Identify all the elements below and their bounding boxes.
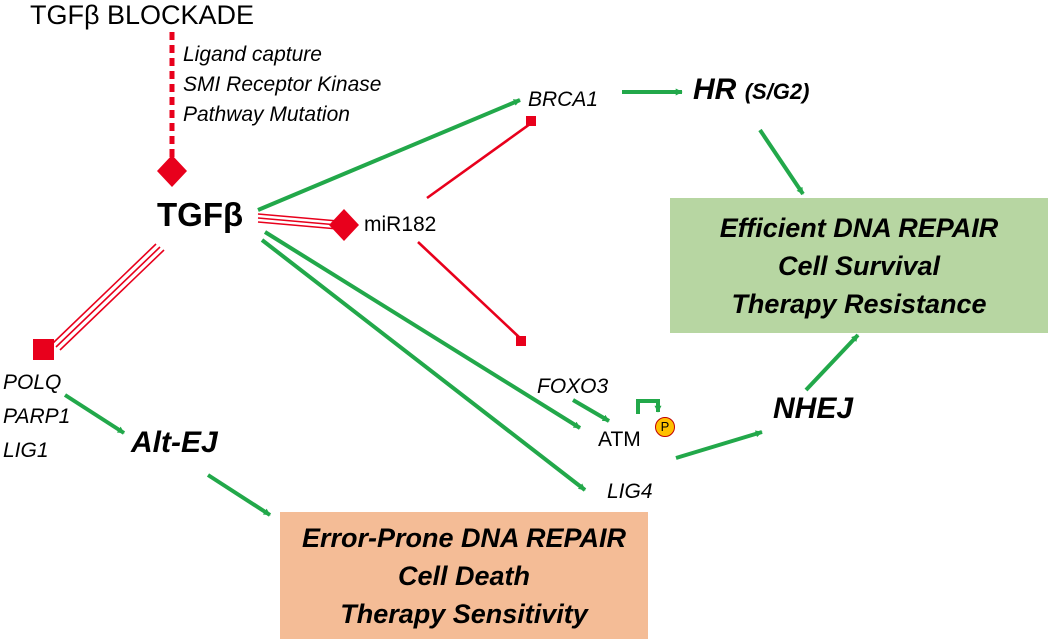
node-mir182: miR182 [364, 213, 437, 236]
hr-phase: (S/G2) [744, 79, 810, 104]
blockade-diamond-head [157, 155, 187, 187]
inhibition-head-brca1 [526, 116, 536, 126]
hr-label: HR [693, 73, 737, 106]
node-alt-ej: Alt-EJ [131, 426, 218, 459]
error-prone-repair-box: Error-Prone DNA REPAIR Cell Death Therap… [280, 512, 648, 639]
arrow-tgfb-to-atm [263, 230, 582, 430]
gene-polq: POLQ [3, 371, 62, 394]
node-atm: ATM [598, 428, 641, 451]
efficient-line: Efficient DNA REPAIR [719, 212, 999, 243]
diagram-title: TGFβ BLOCKADE [30, 0, 255, 30]
blockade-method: Ligand capture [183, 43, 322, 66]
gene-parp1: PARP1 [3, 405, 71, 428]
gene-lig1: LIG1 [3, 439, 49, 462]
inhibition-tgfb-to-mir182 [257, 209, 359, 241]
efficient-repair-box: Efficient DNA REPAIR Cell Survival Thera… [670, 198, 1048, 333]
phospho-badge: P [655, 417, 675, 437]
error-prone-line: Error-Prone DNA REPAIR [301, 522, 627, 553]
node-hr: HR (S/G2) [693, 73, 809, 107]
efficient-line: Therapy Resistance [731, 288, 987, 319]
blockade-method: SMI Receptor Kinase [183, 73, 382, 96]
blockade-method: Pathway Mutation [183, 103, 350, 126]
node-brca1: BRCA1 [528, 88, 599, 111]
node-lig4: LIG4 [607, 480, 653, 503]
arrow-foxo3-to-atm [571, 398, 611, 423]
alt-genes-list: POLQ PARP1 LIG1 [3, 366, 70, 468]
blockade-methods-list: Ligand capture SMI Receptor Kinase Pathw… [183, 40, 381, 130]
arrow-atm-to-nhej [675, 430, 763, 460]
arrow-genes-to-altej [63, 393, 126, 435]
arrow-nhej-to-efficient [804, 333, 860, 392]
arrow-hr-to-efficient [758, 128, 805, 196]
error-prone-line: Therapy Sensitivity [340, 598, 588, 629]
node-tgfb: TGFβ [157, 196, 244, 233]
efficient-line: Cell Survival [777, 250, 941, 281]
inhibition-head-foxo3 [516, 336, 526, 346]
arrow-tgfb-to-brca1 [257, 98, 521, 212]
atm-autophosphorylation-arrow [636, 399, 662, 414]
inhibition-mir182-to-brca1 [426, 122, 531, 200]
inhibition-tgfb-to-alt-genes [33, 243, 165, 360]
error-prone-line: Cell Death [397, 560, 531, 591]
arrow-tgfb-to-lig4 [260, 238, 587, 492]
arrow-altej-to-error-prone [206, 473, 272, 517]
node-foxo3: FOXO3 [537, 375, 609, 398]
node-nhej: NHEJ [773, 392, 854, 425]
inhibition-mir182-to-foxo3 [417, 241, 521, 339]
